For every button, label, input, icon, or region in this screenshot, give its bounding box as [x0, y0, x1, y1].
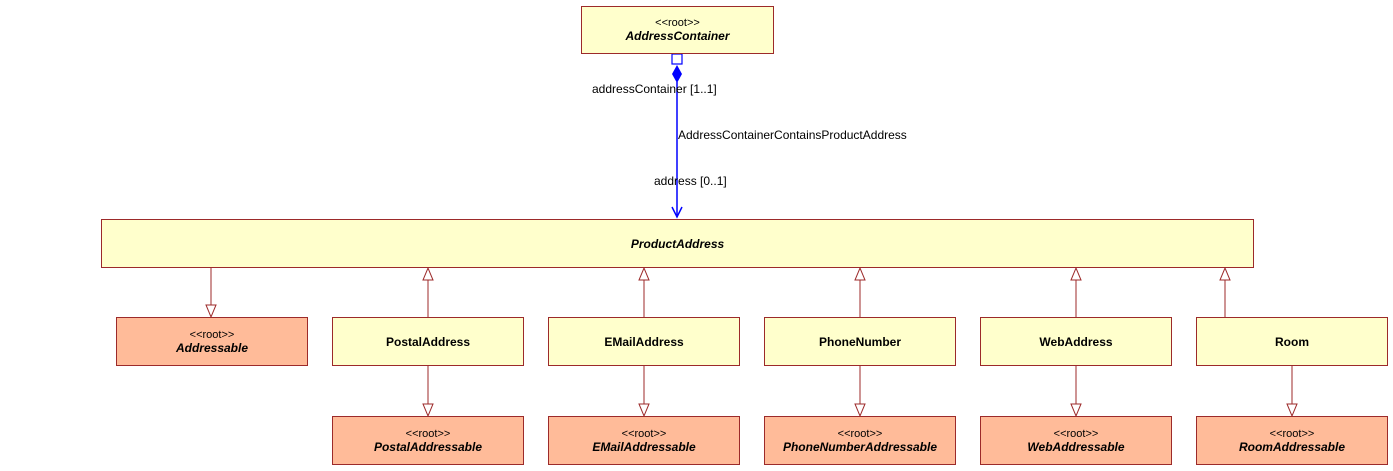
stereotype-label: <<root>>: [1053, 427, 1099, 440]
class-name: Room: [1275, 334, 1309, 349]
stereotype-label: <<root>>: [1269, 427, 1315, 440]
generalization-arrow-icon: [1286, 403, 1298, 418]
generalization-arrow-icon: [854, 266, 866, 281]
generalization-arrow-icon: [1070, 403, 1082, 418]
class-web-addressable[interactable]: <<root>> WebAddressable: [980, 416, 1172, 465]
generalization-arrow-icon: [854, 403, 866, 418]
class-name: EMailAddressable: [592, 439, 696, 454]
association-target-role: address [0..1]: [654, 174, 727, 188]
class-name: RoomAddressable: [1238, 439, 1346, 454]
class-name: PhoneNumberAddressable: [782, 439, 938, 454]
class-name: PostalAddress: [385, 334, 471, 349]
generalization-arrow-icon: [1219, 266, 1231, 281]
generalization-arrow-icon: [205, 304, 217, 319]
stereotype-label: <<root>>: [621, 427, 667, 440]
class-name: WebAddress: [1039, 334, 1113, 349]
association-source-role: addressContainer [1..1]: [592, 82, 717, 96]
class-name: WebAddressable: [1027, 439, 1125, 454]
composition-diamond-icon: [672, 65, 682, 83]
stereotype-label: <<root>>: [837, 427, 883, 440]
class-addressable[interactable]: <<root>> Addressable: [116, 317, 308, 366]
class-room[interactable]: Room: [1196, 317, 1388, 366]
generalization-arrow-icon: [422, 403, 434, 418]
class-postal-addressable[interactable]: <<root>> PostalAddressable: [332, 416, 524, 465]
class-phone-number-addressable[interactable]: <<root>> PhoneNumberAddressable: [764, 416, 956, 465]
generalization-arrow-icon: [638, 266, 650, 281]
class-product-address[interactable]: ProductAddress: [101, 219, 1254, 268]
stereotype-label: <<root>>: [189, 328, 235, 341]
association-source-handle: [671, 53, 683, 65]
class-phone-number[interactable]: PhoneNumber: [764, 317, 956, 366]
class-postal-address[interactable]: PostalAddress: [332, 317, 524, 366]
class-email-address[interactable]: EMailAddress: [548, 317, 740, 366]
class-name: Addressable: [175, 340, 249, 355]
class-email-addressable[interactable]: <<root>> EMailAddressable: [548, 416, 740, 465]
class-name: EMailAddress: [604, 334, 684, 349]
generalization-arrow-icon: [1070, 266, 1082, 281]
class-name: PhoneNumber: [818, 334, 901, 349]
stereotype-label: <<root>>: [655, 17, 700, 29]
class-address-container[interactable]: <<root>> AddressContainer: [581, 6, 774, 54]
class-name: PostalAddressable: [373, 439, 483, 454]
generalization-arrow-icon: [422, 266, 434, 281]
association-arrow-icon: [671, 206, 683, 219]
class-web-address[interactable]: WebAddress: [980, 317, 1172, 366]
association-name: AddressContainerContainsProductAddress: [678, 128, 907, 142]
generalization-links: [422, 266, 1231, 317]
stereotype-label: <<root>>: [405, 427, 451, 440]
subclass-root-links: [422, 366, 1298, 418]
generalization-arrow-icon: [638, 403, 650, 418]
class-name: AddressContainer: [625, 29, 730, 43]
class-name: ProductAddress: [630, 236, 725, 251]
class-room-addressable[interactable]: <<root>> RoomAddressable: [1196, 416, 1388, 465]
